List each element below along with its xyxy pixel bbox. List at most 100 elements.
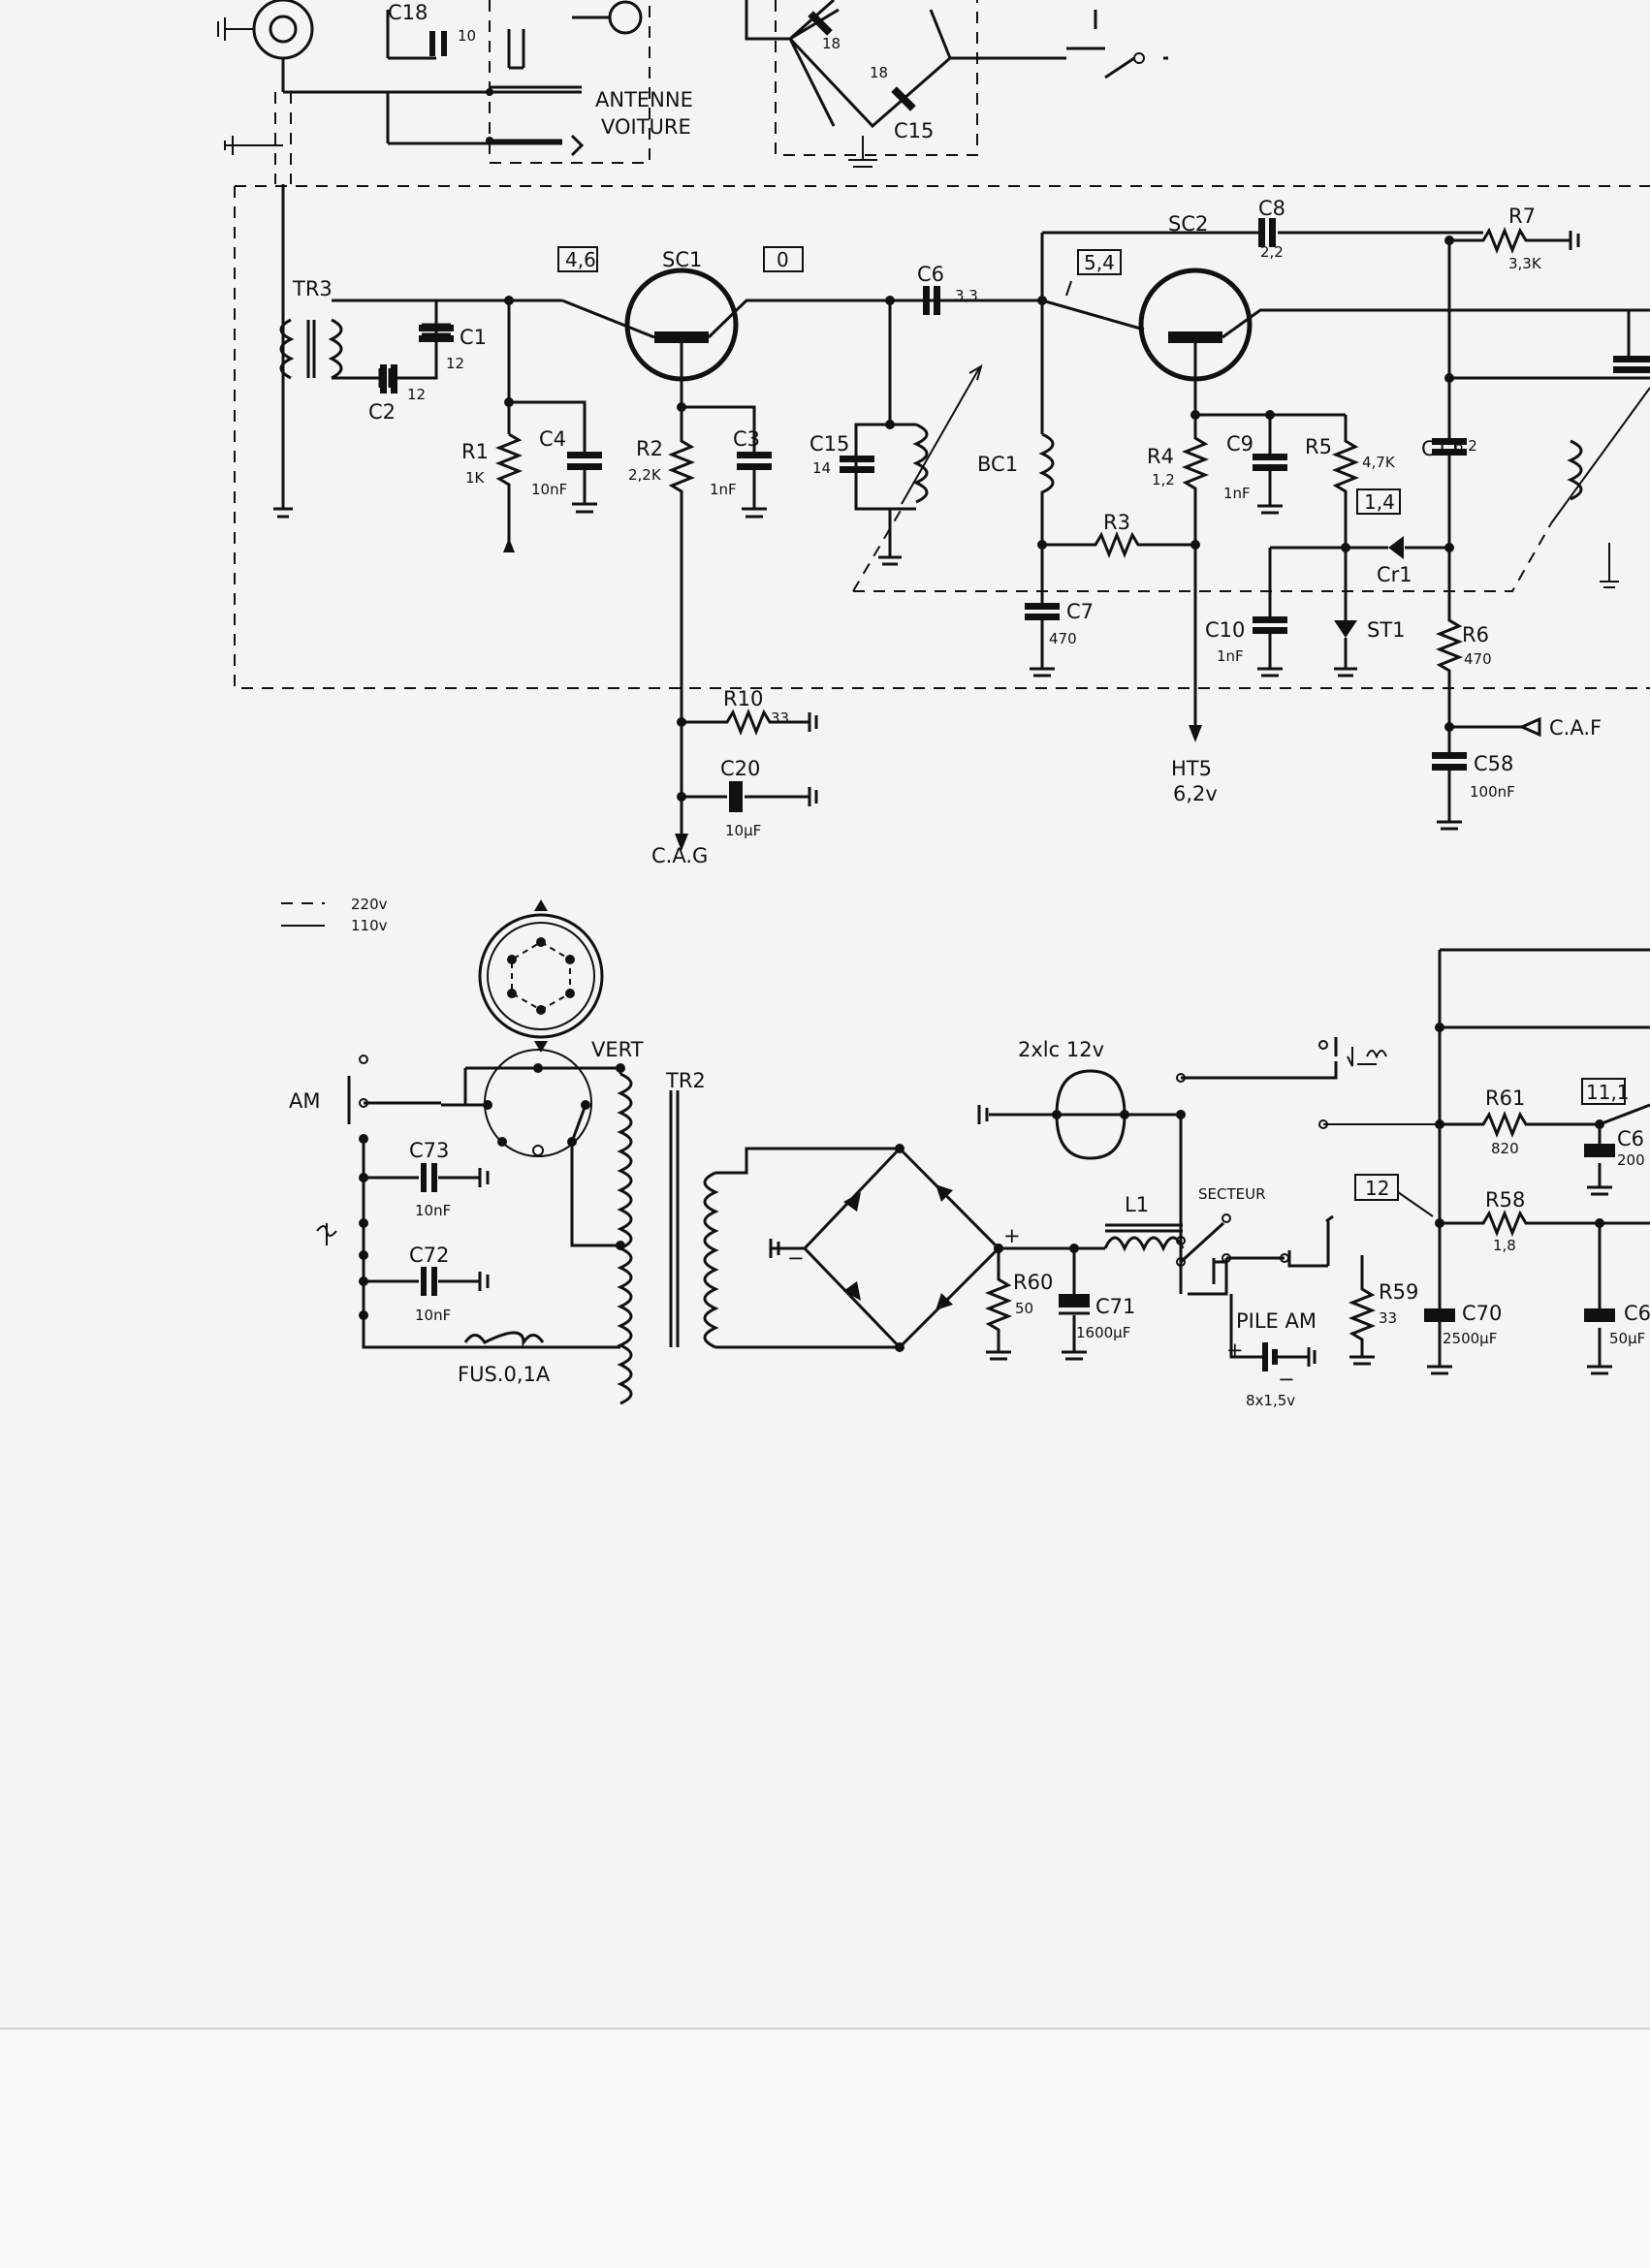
pile-value: 8x1,5v bbox=[1246, 1392, 1295, 1409]
c15-label: C15 bbox=[809, 432, 849, 456]
c20-value: 10µF bbox=[725, 822, 761, 839]
voiture-label: VOITURE bbox=[601, 115, 691, 139]
r6-label: R6 bbox=[1462, 623, 1489, 646]
tr2-label: TR2 bbox=[665, 1069, 706, 1092]
r5-label: R5 bbox=[1305, 435, 1332, 458]
pile-minus: − bbox=[1278, 1368, 1295, 1391]
c4-label: C4 bbox=[539, 427, 566, 451]
ht5-value: 6,2v bbox=[1173, 782, 1218, 805]
st1-label: ST1 bbox=[1367, 618, 1406, 642]
lower-page-edge bbox=[0, 2028, 1650, 2268]
caf-label: C.A.F bbox=[1549, 716, 1602, 740]
c58-value: 100nF bbox=[1470, 783, 1515, 801]
sc2-label: SC2 bbox=[1168, 212, 1208, 236]
c11-label: C11 bbox=[1421, 437, 1461, 460]
c70-label: C70 bbox=[1462, 1302, 1502, 1325]
c70-value: 2500µF bbox=[1443, 1330, 1497, 1347]
c1-value: 12 bbox=[446, 355, 464, 372]
c11-value: 8,2 bbox=[1454, 437, 1477, 455]
c-edge-b-value: 50µF bbox=[1609, 1330, 1645, 1347]
r10-label: R10 bbox=[723, 687, 763, 710]
c3-label: C3 bbox=[733, 427, 760, 451]
r3-label: R3 bbox=[1103, 511, 1130, 534]
sc1-label: SC1 bbox=[662, 248, 702, 271]
r61-value: 820 bbox=[1491, 1140, 1519, 1157]
r60-value: 50 bbox=[1015, 1300, 1033, 1317]
rf-section: TR3 C1 12 C2 12 R1 1K C4 10nF SC1 4,6 0 … bbox=[234, 184, 1650, 867]
r59-label: R59 bbox=[1379, 1280, 1418, 1304]
c7-value: 470 bbox=[1049, 630, 1077, 647]
c73-label: C73 bbox=[409, 1139, 449, 1162]
c71-value: 1600µF bbox=[1076, 1324, 1130, 1341]
cr1-label: Cr1 bbox=[1377, 563, 1412, 586]
c8-label: C8 bbox=[1258, 197, 1285, 220]
c6-label: C6 bbox=[917, 263, 944, 286]
c-edge-a-value: 200 bbox=[1617, 1151, 1645, 1169]
r58-label: R58 bbox=[1485, 1188, 1525, 1212]
antenna-section: C18 10 ANTENNE VOITURE 18 18 C15 bbox=[217, 0, 1168, 184]
c58-label: C58 bbox=[1474, 752, 1513, 775]
r4-value: 1,2 bbox=[1152, 471, 1175, 488]
c71-label: C71 bbox=[1095, 1295, 1135, 1318]
c6-value: 3,3 bbox=[955, 287, 978, 304]
v-12-box: 12 bbox=[1365, 1177, 1389, 1200]
tr3-label: TR3 bbox=[292, 277, 333, 300]
r10-value: 33 bbox=[771, 709, 789, 727]
r7-label: R7 bbox=[1508, 205, 1536, 228]
r4-label: R4 bbox=[1147, 445, 1174, 468]
c10-value: 1nF bbox=[1217, 647, 1244, 665]
r2-label: R2 bbox=[636, 437, 663, 460]
c72-label: C72 bbox=[409, 1244, 449, 1267]
lamps-label: 2xlc 12v bbox=[1018, 1038, 1104, 1061]
bridge-minus: − bbox=[787, 1246, 805, 1270]
legend-110v: 110v bbox=[351, 917, 388, 934]
sc2-voltage: 5,4 bbox=[1084, 251, 1115, 274]
sc1-collector-voltage: 0 bbox=[777, 248, 789, 271]
ht5-label: HT5 bbox=[1171, 757, 1212, 780]
c15-top-label: C15 bbox=[894, 119, 934, 142]
pile-plus: + bbox=[1226, 1339, 1244, 1362]
r59-value: 33 bbox=[1379, 1309, 1397, 1327]
c7-label: C7 bbox=[1066, 600, 1094, 623]
c-edge-b-label: C6 bbox=[1624, 1302, 1650, 1325]
am-label: AM bbox=[289, 1089, 320, 1113]
c-edge-a-label: C6 bbox=[1617, 1127, 1644, 1150]
r1-label: R1 bbox=[461, 440, 489, 463]
c8-value: 2,2 bbox=[1260, 243, 1284, 261]
fuse-icon bbox=[463, 1331, 545, 1347]
tank-cap-b-value: 18 bbox=[870, 64, 888, 81]
r1-value: 1K bbox=[465, 469, 486, 487]
sc1-base-voltage: 4,6 bbox=[565, 248, 596, 271]
c3-value: 1nF bbox=[710, 481, 737, 498]
legend-220v: 220v bbox=[351, 896, 388, 913]
c73-value: 10nF bbox=[415, 1202, 451, 1219]
r61-label: R61 bbox=[1485, 1087, 1525, 1110]
cr1-voltage: 1,4 bbox=[1364, 490, 1395, 514]
r2-value: 2,2K bbox=[628, 466, 662, 484]
ac-symbol-icon bbox=[316, 1223, 337, 1245]
c72-value: 10nF bbox=[415, 1307, 451, 1324]
fuse-label: FUS.0,1A bbox=[458, 1363, 551, 1386]
pile-label: PILE AM bbox=[1236, 1309, 1317, 1333]
vert-label: VERT bbox=[591, 1038, 644, 1061]
c1-label: C1 bbox=[460, 326, 487, 349]
c2-label: C2 bbox=[368, 400, 396, 424]
c20-label: C20 bbox=[720, 757, 760, 780]
c18-label: C18 bbox=[388, 1, 428, 24]
bc1-label: BC1 bbox=[977, 453, 1018, 476]
c10-label: C10 bbox=[1205, 618, 1245, 642]
c2-value: 12 bbox=[407, 386, 426, 403]
tank-cap-a-value: 18 bbox=[822, 35, 841, 52]
r7-value: 3,3K bbox=[1508, 255, 1542, 272]
c15-value: 14 bbox=[812, 459, 831, 477]
c9-value: 1nF bbox=[1223, 485, 1251, 502]
v-11-1-box: 11,1 bbox=[1586, 1081, 1630, 1104]
r60-label: R60 bbox=[1013, 1271, 1053, 1294]
r58-value: 1,8 bbox=[1493, 1237, 1516, 1254]
c18-value: 10 bbox=[458, 27, 476, 45]
c4-value: 10nF bbox=[531, 481, 567, 498]
l1-label: L1 bbox=[1125, 1193, 1149, 1216]
r5-value: 4,7K bbox=[1362, 454, 1396, 471]
psu-section: 220v 110v VERT TR2 AM C73 10nF C72 10nF … bbox=[281, 896, 1650, 1409]
